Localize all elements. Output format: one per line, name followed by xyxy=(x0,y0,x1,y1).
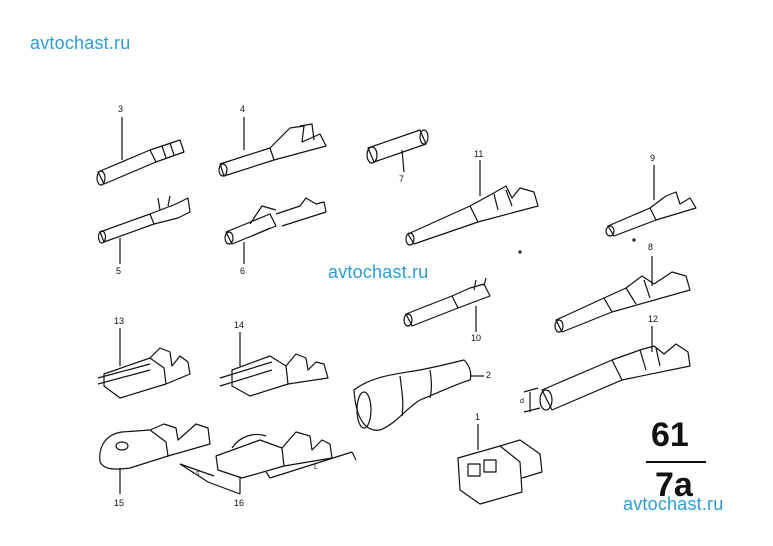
group-number-sub: 7a xyxy=(655,466,693,504)
part-number-6: 6 xyxy=(240,266,246,276)
part-number-10: 10 xyxy=(471,333,482,343)
terminal-part-4 xyxy=(218,117,327,177)
part-number-11: 11 xyxy=(474,149,484,159)
terminal-part-9 xyxy=(605,165,697,242)
part-number-1: 1 xyxy=(475,412,481,422)
dimension-l: L xyxy=(314,464,318,471)
part-number-15: 15 xyxy=(114,498,125,508)
terminal-part-11 xyxy=(405,160,539,254)
part-number-9: 9 xyxy=(650,153,656,163)
connector-housing-part-1 xyxy=(457,424,543,505)
terminal-part-12 xyxy=(523,326,691,413)
watermark-center: avtochast.ru xyxy=(328,262,429,282)
group-number-main: 61 xyxy=(651,416,689,454)
terminal-part-15 xyxy=(99,423,211,494)
terminal-part-3 xyxy=(96,117,185,186)
terminal-part-13 xyxy=(97,328,191,399)
part-number-12: 12 xyxy=(648,314,659,324)
part-number-3: 3 xyxy=(118,104,124,114)
rubber-boot-part-2 xyxy=(353,359,484,431)
dimension-s: s xyxy=(196,470,200,477)
part-number-2: 2 xyxy=(486,370,492,380)
watermark-bottom-right: avtochast.ru xyxy=(623,494,724,514)
terminal-part-8 xyxy=(554,256,691,333)
terminal-part-7 xyxy=(366,129,429,173)
part-number-8: 8 xyxy=(648,242,654,252)
part-number-7: 7 xyxy=(399,174,405,184)
part-number-5: 5 xyxy=(116,266,122,276)
part-number-4: 4 xyxy=(240,104,246,114)
part-number-16: 16 xyxy=(234,498,245,508)
terminal-part-14 xyxy=(219,332,329,397)
watermark-top-left: avtochast.ru xyxy=(30,33,131,53)
terminal-part-5 xyxy=(97,195,191,264)
dimension-d: d xyxy=(520,398,524,405)
terminal-part-6 xyxy=(224,197,327,264)
part-number-13: 13 xyxy=(114,316,125,326)
part-number-14: 14 xyxy=(234,320,245,330)
terminal-part-16 xyxy=(179,431,357,495)
terminal-part-10 xyxy=(403,277,491,332)
